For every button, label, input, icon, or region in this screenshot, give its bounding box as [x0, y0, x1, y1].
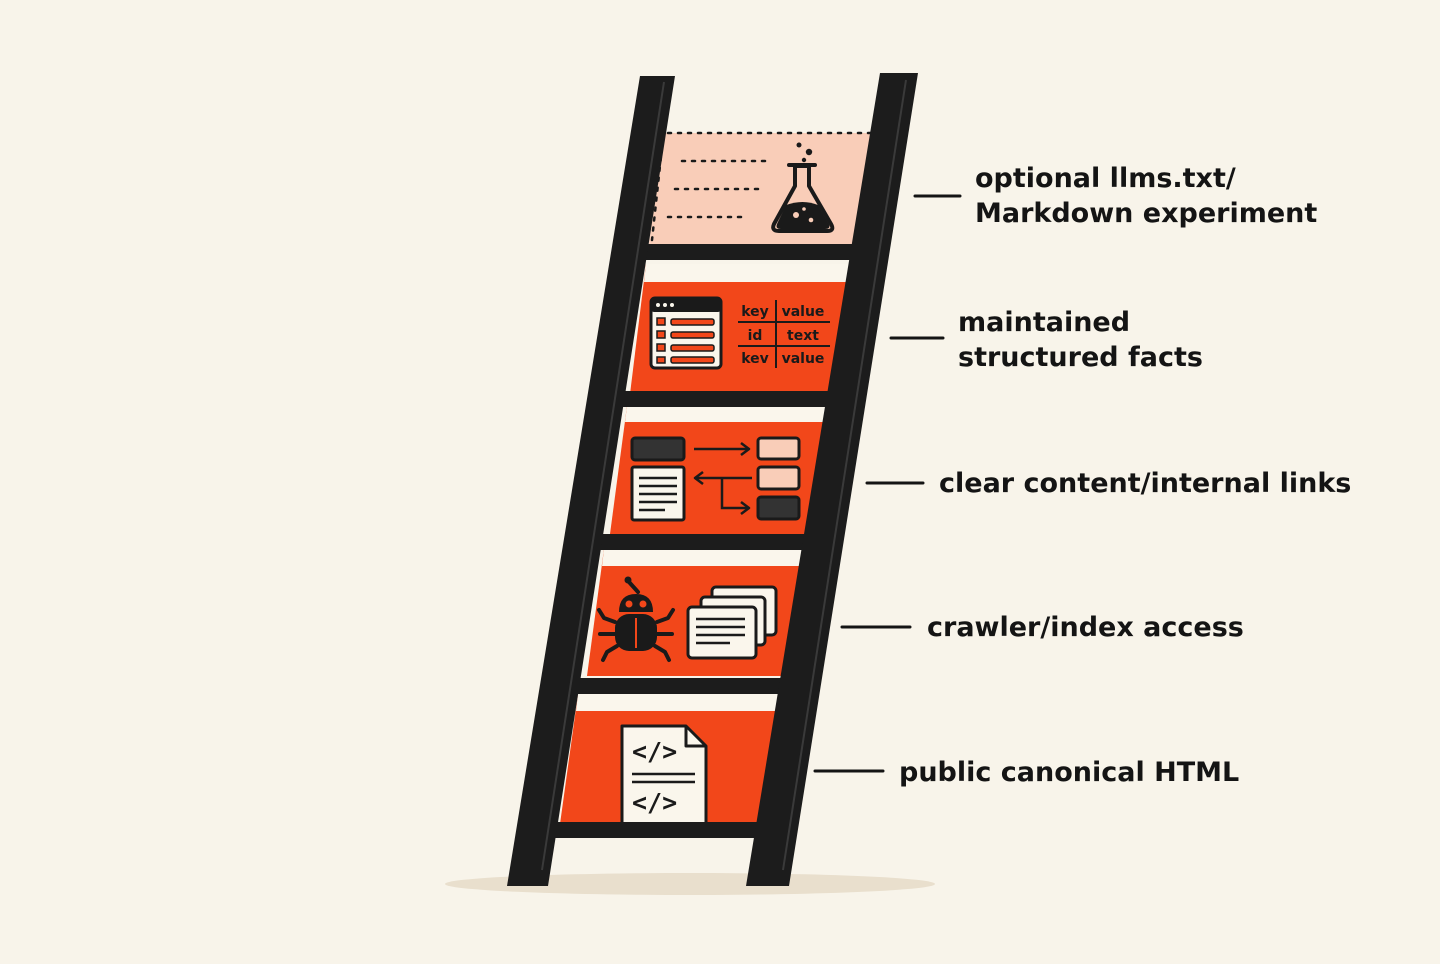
rung-labels: optional llms.txt/ Markdown experiment m…	[899, 163, 1351, 788]
kv-cell: value	[782, 351, 825, 367]
html-document-icon: </> </>	[620, 724, 708, 826]
rung-panel-crawler	[587, 549, 803, 676]
kv-header-value: value	[782, 304, 825, 320]
rung-panel-llms	[649, 131, 876, 244]
rung-panel-facts: key value id text kev value	[630, 264, 856, 394]
rung-panel-html: </> </>	[560, 694, 780, 826]
ground-shadow	[445, 873, 935, 895]
key-value-table: key value id text kev value	[738, 300, 830, 368]
label-llms-line1: optional llms.txt/	[975, 163, 1236, 194]
rung-panel-links	[610, 406, 829, 534]
linked-pages-icon	[630, 436, 801, 522]
label-facts-line1: maintained	[958, 307, 1130, 338]
label-html: public canonical HTML	[899, 757, 1239, 788]
label-facts-line2: structured facts	[958, 342, 1203, 373]
kv-header-key: key	[741, 304, 769, 320]
kv-cell: text	[787, 328, 819, 344]
kv-cell: id	[748, 328, 763, 344]
data-table-icon	[649, 296, 723, 370]
connector-lines	[813, 194, 962, 773]
crawler-bug-icon	[597, 576, 675, 662]
kv-cell: kev	[741, 351, 769, 367]
code-tag-bottom: </>	[632, 788, 677, 817]
ladder-rungs	[545, 244, 871, 838]
label-crawler: crawler/index access	[927, 612, 1244, 643]
code-tag-top: </>	[632, 737, 677, 766]
flask-icon	[771, 142, 835, 233]
label-llms-line2: Markdown experiment	[975, 198, 1317, 229]
indexed-pages-icon	[686, 585, 778, 660]
label-links: clear content/internal links	[939, 468, 1351, 499]
